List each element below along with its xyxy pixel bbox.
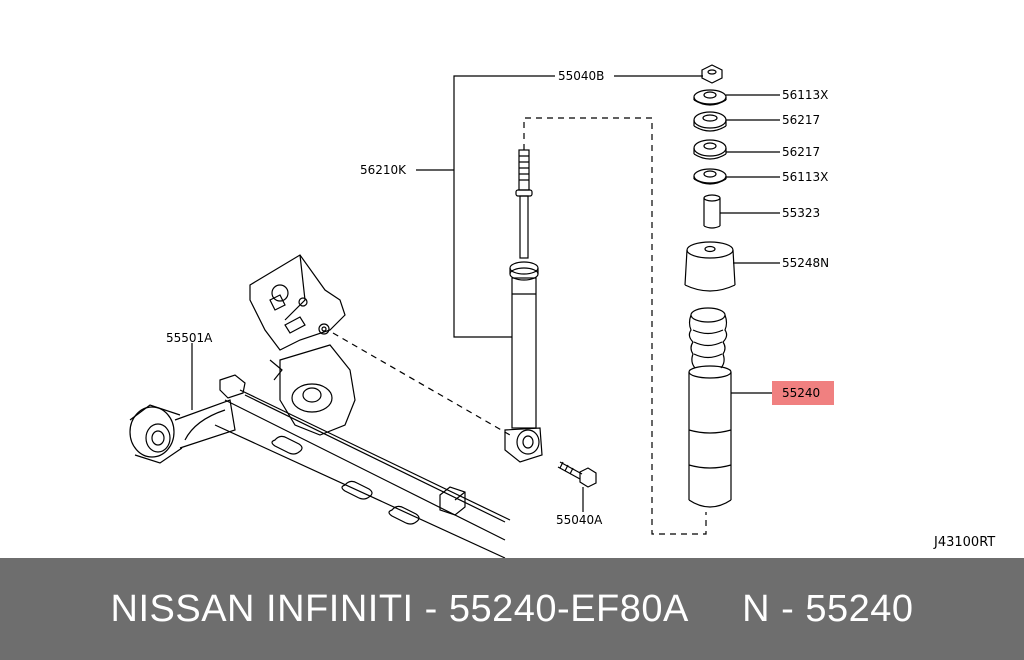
leader-lines <box>191 75 780 512</box>
footer-separator-2: - <box>770 587 806 630</box>
label-56113x-top: 56113X <box>782 88 828 102</box>
parts-diagram: 55040B 56113X 56217 56217 56113X 55323 5… <box>129 64 995 558</box>
label-55040b: 55040B <box>558 69 604 83</box>
footer-brand: NISSAN INFINITI <box>110 587 414 630</box>
label-55501a: 55501A <box>166 331 213 345</box>
axle-beam-drawing <box>129 254 511 558</box>
label-56113x-bottom: 56113X <box>782 170 828 184</box>
footer-text: NISSAN INFINITI - 55240-EF80A N - 55240 <box>111 588 914 631</box>
footer-gap <box>687 588 742 630</box>
label-56217-top: 56217 <box>782 113 820 127</box>
bushing-top-drawing <box>693 111 727 132</box>
nut-drawing <box>701 64 723 84</box>
footer-part-number: 55240-EF80A <box>448 587 687 630</box>
footer-banner: NISSAN INFINITI - 55240-EF80A N - 55240 <box>0 558 1024 660</box>
dashed-link-lower <box>332 332 511 436</box>
label-56217-bottom: 56217 <box>782 145 820 159</box>
bump-cap-drawing <box>684 241 736 292</box>
dashed-link-upper <box>523 117 707 535</box>
label-55240: 55240 <box>782 386 820 400</box>
footer-n-prefix: N <box>742 587 771 630</box>
shock-absorber-drawing <box>504 149 543 463</box>
footer-n-number: 55240 <box>805 587 914 630</box>
label-56210k: 56210K <box>360 163 407 177</box>
highlight-box <box>772 381 834 405</box>
bolt-drawing <box>557 461 597 488</box>
diagram-code: J43100RT <box>933 535 995 550</box>
sleeve-drawing <box>703 194 721 229</box>
washer-top-drawing <box>693 89 727 106</box>
footer-separator: - <box>413 587 449 630</box>
washer-bottom-drawing <box>693 168 727 185</box>
dust-cover-drawing <box>688 307 732 508</box>
label-55040a: 55040A <box>556 513 603 527</box>
label-55248n: 55248N <box>782 256 829 270</box>
bushing-bottom-drawing <box>693 139 727 160</box>
label-55323: 55323 <box>782 206 820 220</box>
